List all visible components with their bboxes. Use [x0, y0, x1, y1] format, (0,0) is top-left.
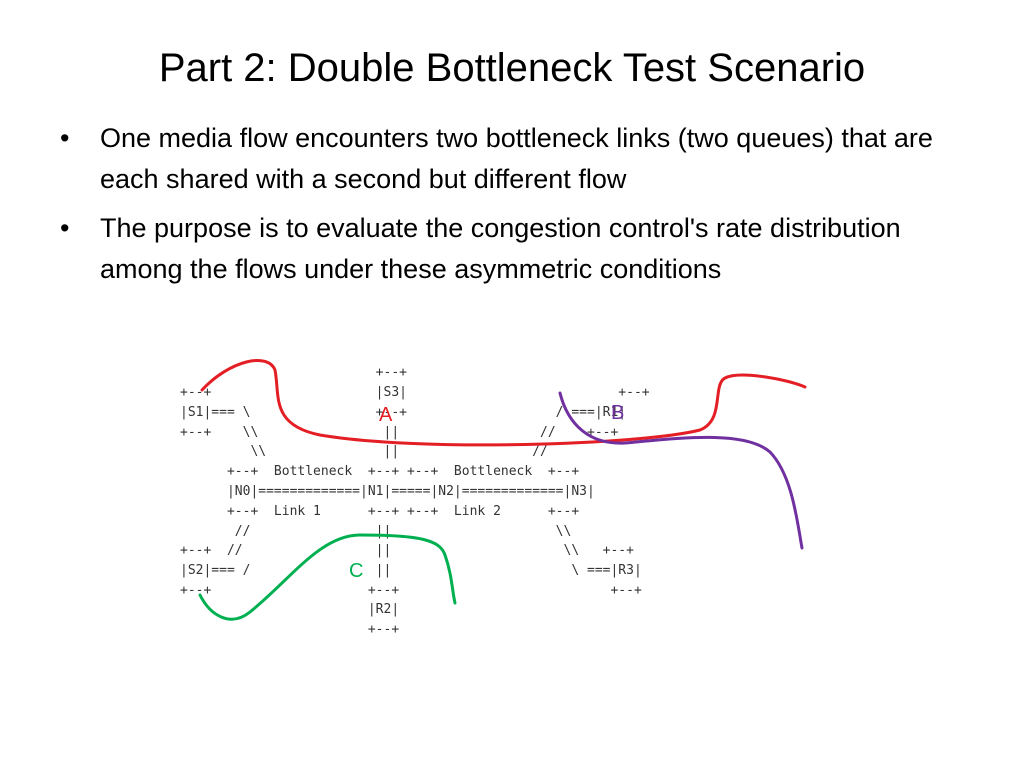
ascii-line: +--+ // || \\ +--+ [180, 543, 634, 558]
flow-a-label: A [379, 404, 393, 426]
flow-b-path [558, 391, 804, 550]
ascii-line: +--+ Bottleneck +--+ +--+ Bottleneck +--… [180, 464, 579, 479]
ascii-line: +--+ \\ || // +--+ [180, 425, 618, 440]
ascii-line: +--+ [180, 365, 407, 380]
bullet-text: The purpose is to evaluate the congestio… [100, 213, 901, 284]
flow-c-path [198, 533, 457, 621]
ascii-line: |N0|=============|N1|=====|N2|==========… [180, 484, 595, 499]
ascii-line: +--+ [180, 622, 399, 637]
flow-c-label: C [349, 560, 363, 582]
ascii-line: |R2| [180, 602, 399, 617]
bullet-item: • One media flow encounters two bottlene… [60, 118, 980, 200]
bullet-text: One media flow encounters two bottleneck… [100, 123, 933, 194]
ascii-line: // || \\ [180, 524, 571, 539]
ascii-line: |S2|=== / || \ ===|R3| [180, 563, 642, 578]
bullet-item: • The purpose is to evaluate the congest… [60, 208, 980, 290]
bullet-marker: • [60, 123, 70, 153]
ascii-line: +--+ Link 1 +--+ +--+ Link 2 +--+ [180, 504, 579, 519]
ascii-line: +--+ +--+ +--+ [180, 583, 642, 598]
ascii-line: \\ || // [180, 444, 548, 459]
slide-title: Part 2: Double Bottleneck Test Scenario [158, 46, 866, 90]
ascii-line: +--+ |S3| +--+ [180, 385, 650, 400]
flow-b-label: B [611, 402, 624, 424]
ascii-line: |S1|=== \ +--+ / ===|R1| [180, 405, 626, 420]
bullet-marker: • [60, 213, 70, 243]
bullet-list: • One media flow encounters two bottlene… [60, 118, 980, 298]
topology-ascii: +--+ +--+ |S3| +--+ |S1|=== \ +--+ / ===… [180, 365, 650, 637]
flow-a-path [200, 359, 807, 447]
